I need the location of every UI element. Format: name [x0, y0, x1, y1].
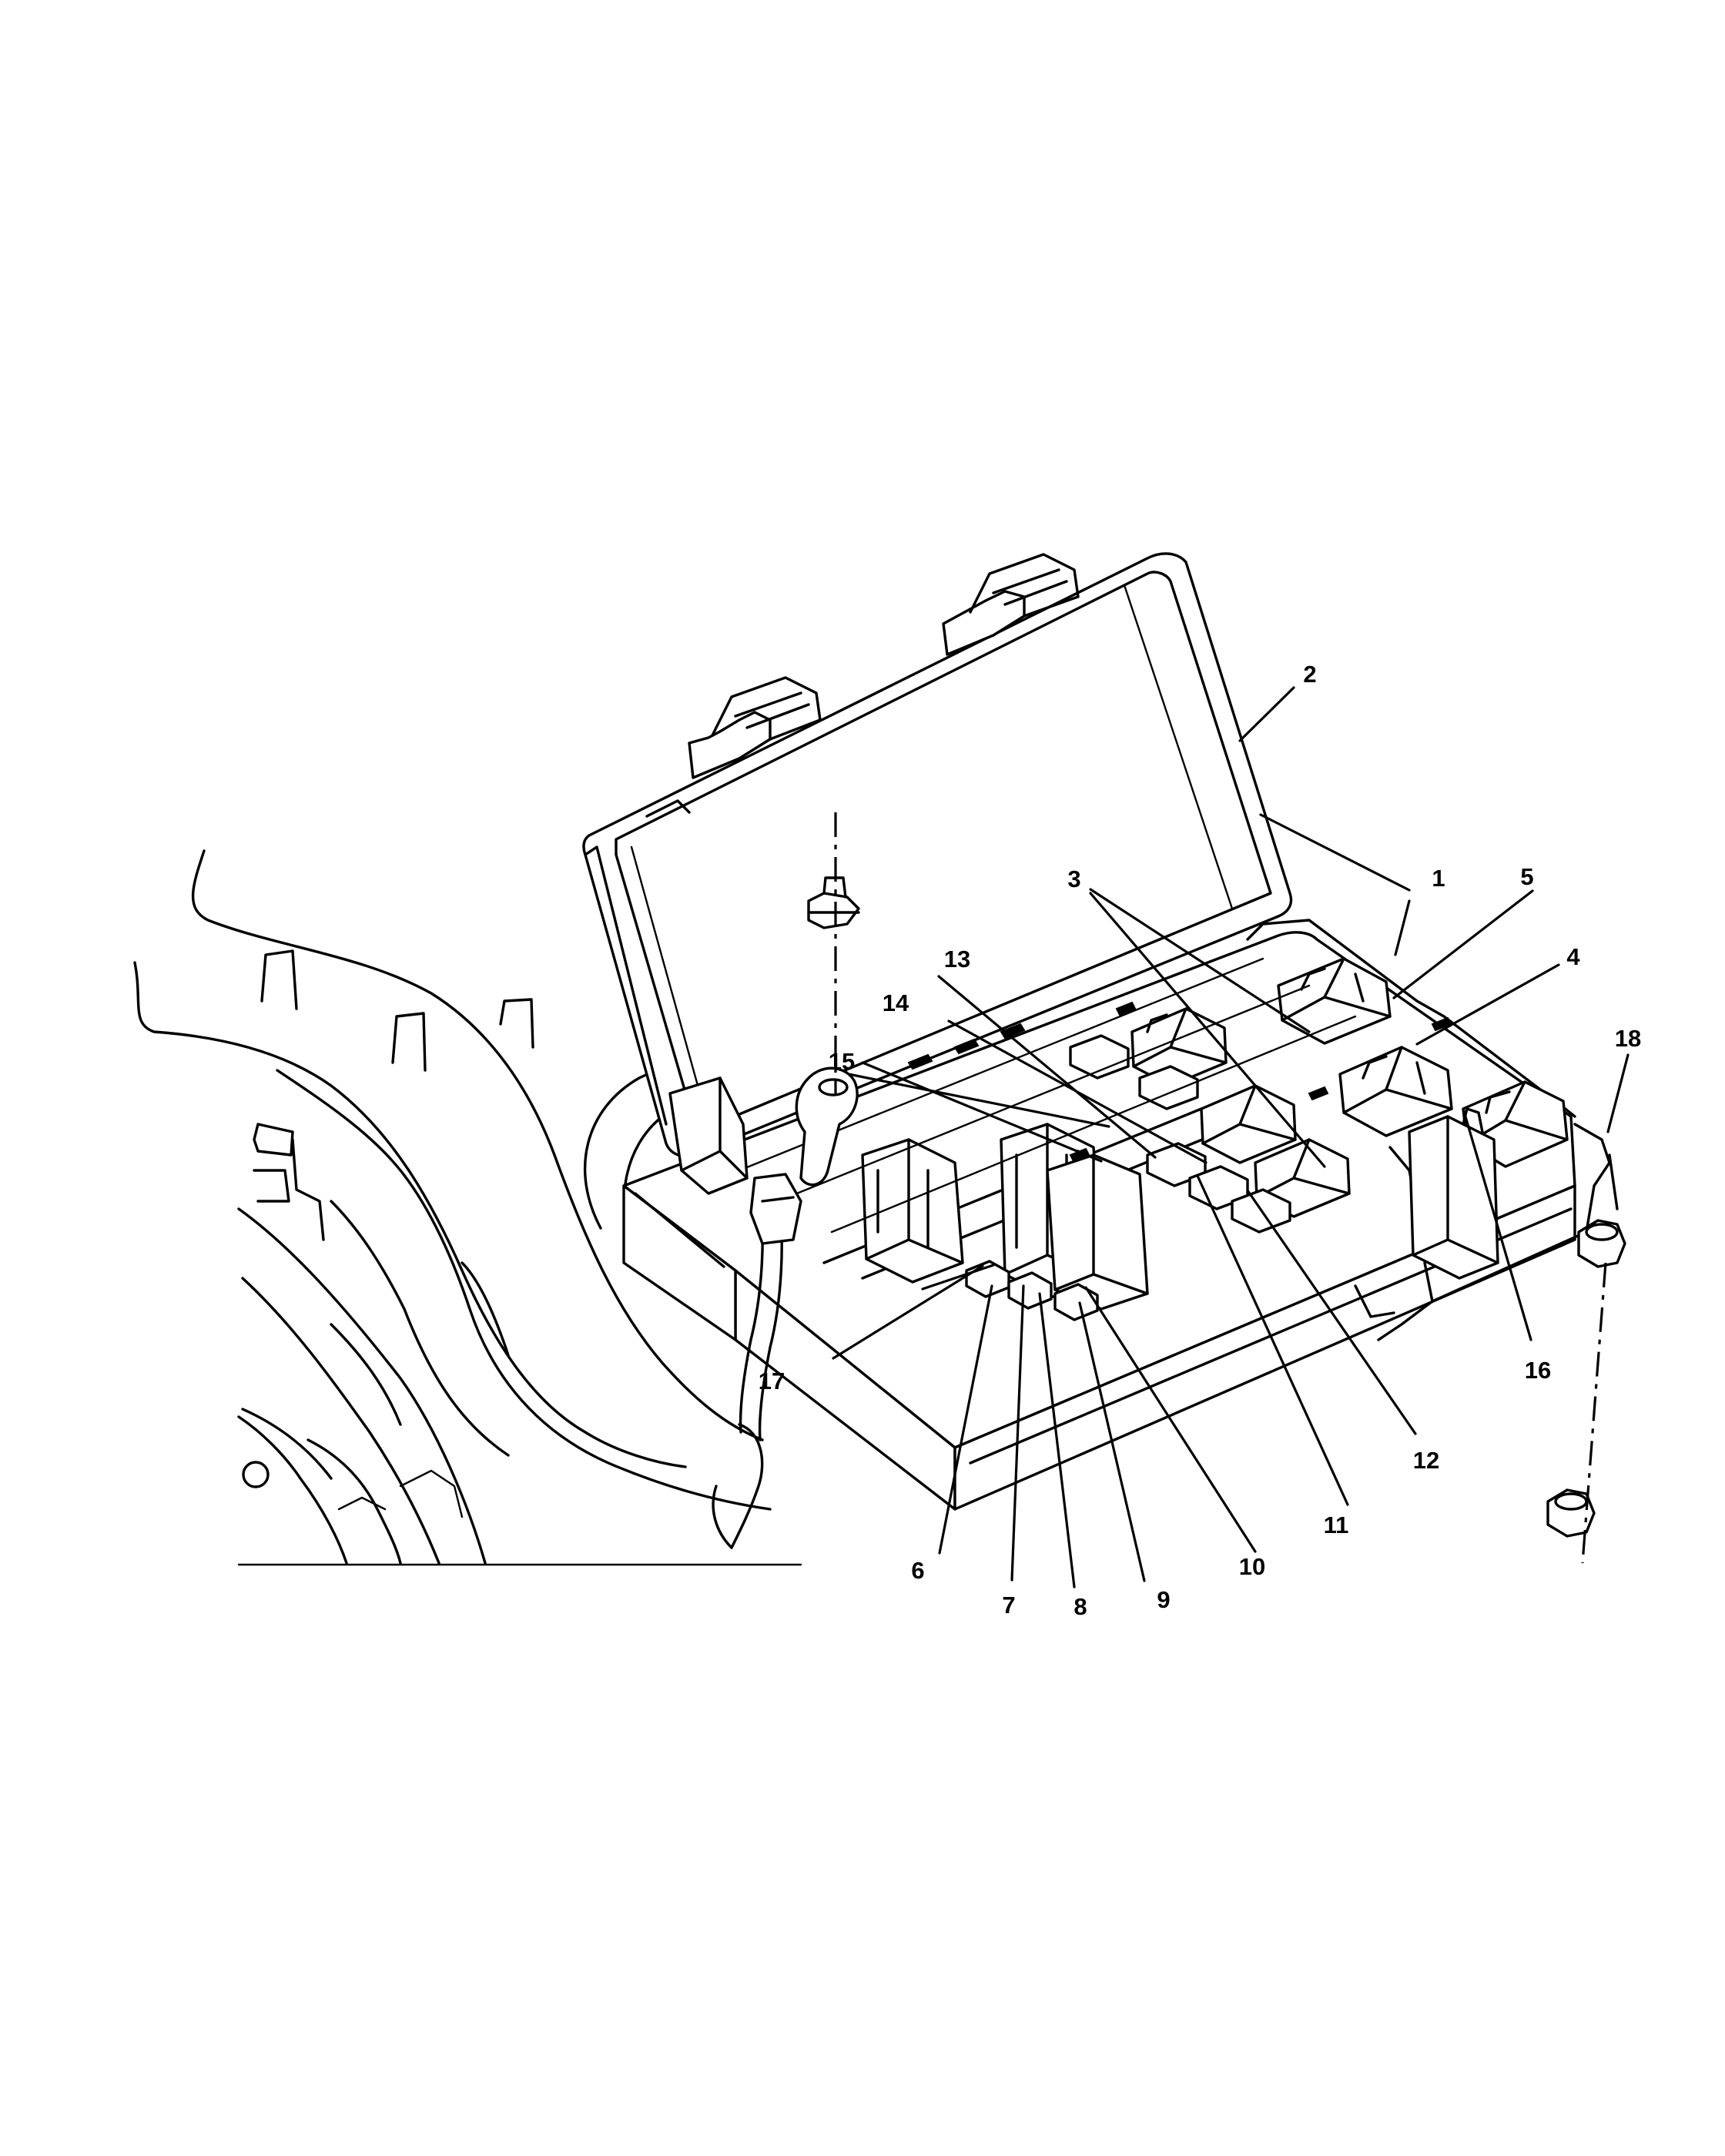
callout-4: 4 [1566, 943, 1580, 970]
battery-cable-connector [668, 1066, 859, 1441]
wiring-harness [133, 849, 772, 1549]
fasteners [807, 812, 1626, 1564]
callout-12: 12 [1413, 1447, 1439, 1474]
callout-3: 3 [1067, 865, 1080, 892]
callout-15: 15 [829, 1048, 855, 1075]
callout-18: 18 [1615, 1025, 1641, 1052]
callout-labels: 1 2 3 4 5 6 7 8 9 10 11 12 13 14 15 16 1… [759, 661, 1641, 1620]
fuse-box-cover [582, 552, 1293, 1158]
callout-8: 8 [1074, 1593, 1087, 1620]
callout-13: 13 [944, 946, 970, 973]
callout-7: 7 [1002, 1592, 1015, 1619]
callout-6: 6 [911, 1557, 924, 1584]
callout-9: 9 [1157, 1586, 1170, 1613]
callout-17: 17 [759, 1368, 785, 1394]
callout-1: 1 [1432, 865, 1445, 892]
callout-2: 2 [1303, 661, 1316, 688]
leader-lines [832, 686, 1630, 1589]
callout-10: 10 [1239, 1553, 1265, 1580]
callout-11: 11 [1324, 1512, 1349, 1538]
left-bracket-structure [237, 949, 802, 1566]
callout-16: 16 [1525, 1357, 1551, 1384]
callout-14: 14 [883, 989, 909, 1016]
callout-5: 5 [1520, 863, 1533, 890]
